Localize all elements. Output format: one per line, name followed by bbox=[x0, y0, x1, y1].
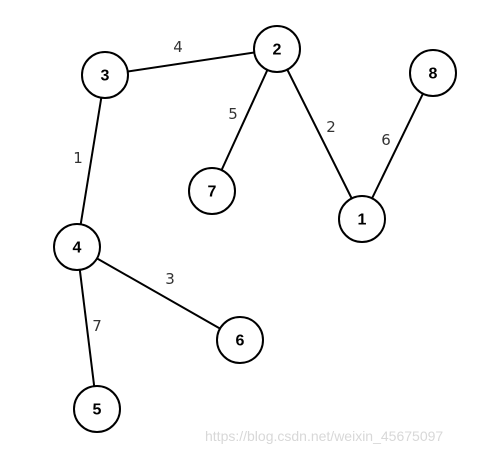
node-label-5: 5 bbox=[93, 402, 102, 419]
node-label-1: 1 bbox=[358, 212, 367, 229]
node-label-6: 6 bbox=[236, 333, 245, 350]
edge-3-4 bbox=[76, 74, 106, 248]
node-1: 1 bbox=[338, 195, 386, 243]
node-4: 4 bbox=[53, 223, 101, 271]
node-circle-8 bbox=[409, 49, 457, 97]
node-7: 7 bbox=[188, 167, 236, 215]
edge-weight-4-6: 3 bbox=[165, 270, 175, 288]
node-label-3: 3 bbox=[101, 68, 110, 85]
node-circle-5 bbox=[73, 385, 121, 433]
node-8: 8 bbox=[409, 49, 457, 97]
edge-weight-2-7: 5 bbox=[228, 105, 238, 123]
edge-2-7 bbox=[211, 48, 278, 192]
edge-labels-layer: 4 5 2 6 1 3 7 bbox=[73, 38, 391, 335]
edge-4-5 bbox=[76, 246, 98, 410]
node-circle-1 bbox=[338, 195, 386, 243]
node-circle-3 bbox=[81, 51, 129, 99]
node-2: 2 bbox=[253, 25, 301, 73]
node-label-7: 7 bbox=[208, 184, 217, 201]
node-label-4: 4 bbox=[73, 240, 82, 257]
edge-weight-8-1: 6 bbox=[381, 131, 391, 149]
edge-weight-3-2: 4 bbox=[173, 38, 183, 56]
edge-weight-3-4: 1 bbox=[73, 149, 83, 167]
node-6: 6 bbox=[216, 316, 264, 364]
node-label-2: 2 bbox=[273, 42, 282, 59]
edge-2-1 bbox=[276, 48, 363, 220]
node-3: 3 bbox=[81, 51, 129, 99]
node-circle-6 bbox=[216, 316, 264, 364]
edge-4-6 bbox=[76, 246, 241, 341]
node-circle-7 bbox=[188, 167, 236, 215]
edge-8-1 bbox=[361, 72, 434, 220]
edge-weight-2-1: 2 bbox=[326, 118, 336, 136]
node-5: 5 bbox=[73, 385, 121, 433]
edge-weight-4-5: 7 bbox=[92, 317, 102, 335]
edge-3-2 bbox=[104, 48, 278, 76]
edges-layer bbox=[76, 48, 434, 410]
node-circle-2 bbox=[253, 25, 301, 73]
nodes-layer: 1 2 3 4 5 6 7 8 bbox=[53, 25, 457, 433]
watermark-text: https://blog.csdn.net/weixin_45675097 bbox=[205, 428, 444, 444]
node-circle-4 bbox=[53, 223, 101, 271]
node-label-8: 8 bbox=[429, 66, 438, 83]
